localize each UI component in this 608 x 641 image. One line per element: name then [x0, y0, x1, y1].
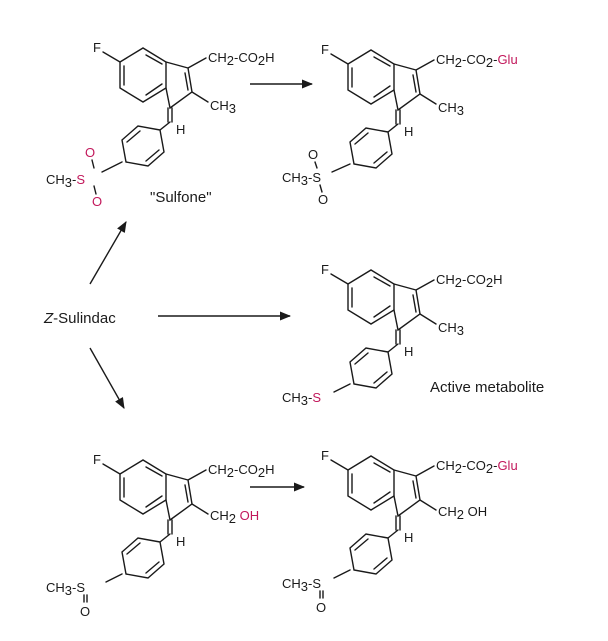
- methyl-sulfonyl-label: CH3-S: [282, 170, 321, 188]
- methyl-sulfonyl-label: CH3-S: [46, 172, 85, 190]
- fluorine-atom: F: [321, 448, 329, 463]
- hydroxymethyl-label: CH2 OH: [438, 504, 487, 522]
- sulfonyl-oxygen-top: O: [85, 145, 95, 160]
- methylthio-label: CH3-S: [282, 390, 321, 408]
- fluorine-atom: F: [321, 42, 329, 57]
- structure-sulfone-glucuronide: F CH2-CO2-Glu CH3 H O CH3-S O: [282, 42, 518, 207]
- methyl-label: CH3: [438, 320, 464, 338]
- methylsulfinyl-label: CH3-S: [46, 580, 85, 598]
- parent-compound-label: Z-Sulindac: [43, 310, 116, 327]
- sulfonyl-oxygen-bottom: O: [318, 192, 328, 207]
- fluorine-atom: F: [93, 452, 101, 467]
- active-metabolite-label: Active metabolite: [430, 379, 544, 396]
- side-chain-label: CH2-CO2H: [208, 50, 274, 68]
- methylsulfinyl-label: CH3-S: [282, 576, 321, 594]
- vinyl-h-label: H: [404, 124, 413, 139]
- methyl-label: CH3: [438, 100, 464, 118]
- vinyl-h-label: H: [176, 122, 185, 137]
- vinyl-h-label: H: [176, 534, 185, 549]
- arrow-to-sulfone: [89, 221, 127, 285]
- methyl-label: CH3: [210, 98, 236, 116]
- structure-active-metabolite: F CH2-CO2H CH3 H CH3-S Active metabolite: [282, 262, 544, 408]
- structure-hydroxymethyl: F CH2-CO2H CH2 OH H CH3-S O: [46, 452, 274, 619]
- vinyl-h-label: H: [404, 344, 413, 359]
- side-chain-label: CH2-CO2H: [208, 462, 274, 480]
- structure-sulfone: F CH2-CO2H CH3 H O CH3-S O "Sulfone": [46, 40, 274, 209]
- sulfonyl-oxygen-top: O: [308, 147, 318, 162]
- hydroxymethyl-label: CH2 OH: [210, 508, 259, 526]
- vinyl-h-label: H: [404, 530, 413, 545]
- sulfinyl-oxygen: O: [80, 604, 90, 619]
- side-chain-label: CH2-CO2H: [436, 272, 502, 290]
- fluorine-atom: F: [93, 40, 101, 55]
- sulfone-label: "Sulfone": [150, 189, 212, 206]
- side-chain-label: CH2-CO2-Glu: [436, 52, 518, 70]
- sulfonyl-oxygen-bottom: O: [92, 194, 102, 209]
- sulfinyl-oxygen: O: [316, 600, 326, 615]
- fluorine-atom: F: [321, 262, 329, 277]
- side-chain-label: CH2-CO2-Glu: [436, 458, 518, 476]
- arrow-to-hydroxymethyl: [89, 347, 125, 409]
- structure-hydroxymethyl-glucuronide: F CH2-CO2-Glu CH2 OH H CH3-S O: [282, 448, 518, 615]
